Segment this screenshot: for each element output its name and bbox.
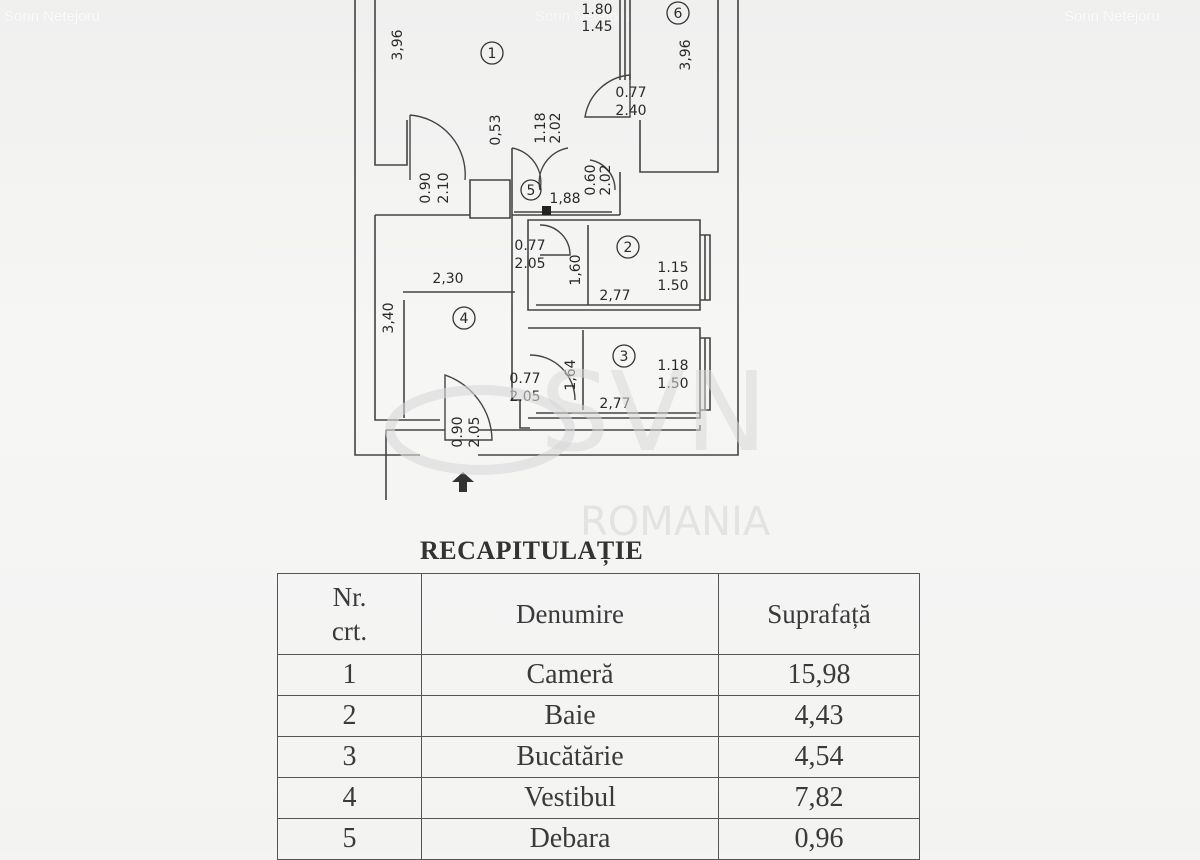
dim-bath-window-h: 1.50 bbox=[657, 278, 688, 294]
cell-area: 15,98 bbox=[718, 654, 920, 696]
room-label-6: 6 bbox=[674, 6, 683, 22]
dim-window-top-w: 1.80 bbox=[581, 2, 612, 18]
dim-bath-door-w: 0.77 bbox=[514, 238, 545, 254]
author-watermark-center: Sorin Netejoru bbox=[535, 8, 631, 25]
cell-nr: 1 bbox=[277, 654, 422, 696]
table-row: 5 Debara 0,96 bbox=[277, 818, 920, 860]
room-label-4: 4 bbox=[460, 311, 469, 327]
cell-name: Debara bbox=[421, 818, 719, 860]
dim-closet-door2-w: 0.60 bbox=[583, 164, 599, 195]
dim-closet-width: 1,88 bbox=[549, 191, 580, 207]
cell-nr: 3 bbox=[277, 736, 422, 778]
header-nr-line2: crt. bbox=[331, 616, 368, 646]
dim-bath-window-w: 1.15 bbox=[657, 260, 688, 276]
header-nr-line1: Nr. bbox=[332, 582, 367, 612]
room-label-2: 2 bbox=[624, 240, 633, 256]
dim-door1-h: 2.10 bbox=[436, 172, 452, 203]
dim-kitchen-window-h: 1.50 bbox=[657, 376, 688, 392]
table-header-row: Nr. crt. Denumire Suprafață bbox=[277, 573, 920, 655]
floor-plan: 1 6 5 2 4 3 3,96 3,96 1.80 1.45 0.77 2.4… bbox=[354, 0, 739, 500]
dim-room6-height: 3,96 bbox=[678, 39, 694, 70]
cell-nr: 2 bbox=[277, 695, 422, 737]
cell-nr: 4 bbox=[277, 777, 422, 819]
author-watermark-right: Sorin Netejoru bbox=[1064, 8, 1160, 25]
dim-kitchen-width: 2,77 bbox=[599, 396, 630, 412]
dim-closet-door-h: 2.02 bbox=[548, 112, 564, 143]
cell-area: 7,82 bbox=[718, 777, 920, 819]
cell-nr: 5 bbox=[277, 818, 422, 860]
dim-closet-door2-h: 2.02 bbox=[598, 164, 614, 195]
dim-closet-depth: 0,53 bbox=[488, 114, 504, 145]
cell-name: Baie bbox=[421, 695, 719, 737]
dim-door6-w: 0.77 bbox=[615, 85, 646, 101]
cell-name: Cameră bbox=[421, 654, 719, 696]
dim-bath-door-h: 2.05 bbox=[514, 256, 545, 272]
dim-kitchen-height: 1,64 bbox=[563, 359, 579, 390]
dim-hall-width: 2,30 bbox=[432, 271, 463, 287]
cell-name: Bucătărie bbox=[421, 736, 719, 778]
table-row: 1 Cameră 15,98 bbox=[277, 654, 920, 696]
header-nr: Nr. crt. bbox=[277, 573, 422, 655]
dim-kitchen-window-w: 1.18 bbox=[657, 358, 688, 374]
room-label-3: 3 bbox=[620, 349, 629, 365]
dim-window-top-h: 1.45 bbox=[581, 19, 612, 35]
cell-area: 0,96 bbox=[718, 818, 920, 860]
table-row: 4 Vestibul 7,82 bbox=[277, 777, 920, 819]
header-area: Suprafață bbox=[718, 573, 920, 655]
dim-entry-door-w: 0.90 bbox=[450, 416, 466, 447]
recap-table: Nr. crt. Denumire Suprafață 1 Cameră 15,… bbox=[277, 573, 920, 860]
dim-room1-height: 3,96 bbox=[390, 29, 406, 60]
dim-kitchen-door-w: 0.77 bbox=[509, 371, 540, 387]
dim-entry-door-h: 2.05 bbox=[467, 416, 483, 447]
dim-door6-h: 2.40 bbox=[615, 103, 646, 119]
header-name: Denumire bbox=[421, 573, 719, 655]
cell-name: Vestibul bbox=[421, 777, 719, 819]
table-row: 2 Baie 4,43 bbox=[277, 695, 920, 737]
dim-kitchen-door-h: 2.05 bbox=[509, 389, 540, 405]
table-row: 3 Bucătărie 4,54 bbox=[277, 736, 920, 778]
recap-title: RECAPITULAȚIE bbox=[420, 536, 644, 565]
room-label-5: 5 bbox=[527, 183, 536, 199]
dim-hall-height: 3,40 bbox=[381, 302, 397, 333]
dim-closet-door-w: 1.18 bbox=[533, 112, 549, 143]
cell-area: 4,54 bbox=[718, 736, 920, 778]
author-watermark-left: Sorin Netejoru bbox=[4, 8, 100, 25]
cell-area: 4,43 bbox=[718, 695, 920, 737]
dim-bath-width: 2,77 bbox=[599, 288, 630, 304]
dim-door1-w: 0.90 bbox=[418, 172, 434, 203]
room-label-1: 1 bbox=[488, 46, 497, 62]
dim-bath-height: 1,60 bbox=[568, 254, 584, 285]
